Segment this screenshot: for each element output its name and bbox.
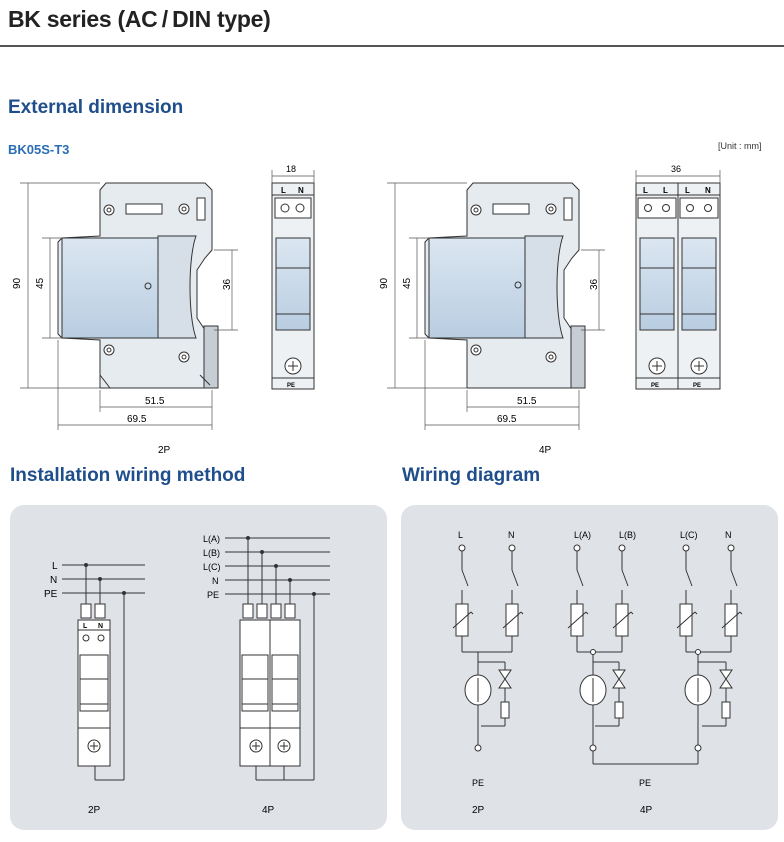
- wd-4p-terminal-lc: L(C): [680, 530, 698, 540]
- wd-4p-b-pe-node: [694, 744, 702, 752]
- front-4p-terminal-n: N: [705, 186, 711, 195]
- terminal-node: [618, 544, 626, 552]
- wd-4p-a-pe-node: [589, 744, 597, 752]
- wd-4p-terminal-lb: L(B): [619, 530, 636, 540]
- install-2p-terminal-n: N: [98, 623, 103, 630]
- terminal-node: [682, 544, 690, 552]
- switch-contact: [730, 569, 738, 587]
- wiring-heading: Wiring diagram: [402, 465, 541, 486]
- dim-51-5-4p: 51.5: [517, 396, 537, 407]
- wd-2p-pe: PE: [472, 778, 484, 788]
- install-4p-line-pe: PE: [207, 590, 219, 600]
- caption-wiring-2p: 2P: [472, 805, 485, 816]
- wd-4p-terminal-n: N: [725, 530, 732, 540]
- front-4p-pe-1: PE: [651, 383, 659, 389]
- switch-contact: [461, 569, 469, 587]
- switch-contact: [576, 569, 584, 587]
- wd-4p-pe: PE: [639, 778, 651, 788]
- caption-wiring-4p: 4P: [640, 805, 653, 816]
- install-2p-wires: [62, 564, 145, 781]
- dim-90-2p: 90: [12, 277, 23, 289]
- side-view-2p: [57, 182, 219, 389]
- dim-36-width-4p: 36: [671, 164, 681, 174]
- caption-dim-4p: 4P: [539, 445, 552, 456]
- switch-contact: [621, 569, 629, 587]
- thermal-indicator: [498, 669, 512, 689]
- terminal-node: [727, 544, 735, 552]
- dim-18-2p: 18: [286, 164, 296, 174]
- dim-90-4p: 90: [379, 277, 390, 289]
- dim-45-2p: 45: [35, 277, 46, 289]
- external-dimension-drawings: 90 45 36 51.5 69.5 2P L N PE 18: [12, 164, 721, 456]
- front-4p-terminal-l1: L: [643, 186, 648, 195]
- install-4p-line-lb: L(B): [203, 548, 220, 558]
- side-view-4p: [424, 182, 586, 389]
- indicator-resistor: [721, 701, 731, 719]
- dim-36-2p: 36: [222, 278, 233, 290]
- dim-36-4p: 36: [589, 278, 600, 290]
- unit-label: [Unit : mm]: [718, 141, 762, 151]
- installation-panel: [10, 505, 387, 830]
- dim-51-5-2p: 51.5: [145, 396, 165, 407]
- indicator-resistor: [614, 701, 624, 719]
- dim-69-5-4p: 69.5: [497, 414, 517, 425]
- title-divider: [0, 45, 784, 47]
- thermal-indicator: [719, 669, 733, 689]
- front-2p-dimension: [271, 170, 315, 183]
- installation-heading: Installation wiring method: [10, 465, 246, 486]
- side-view-2p-dimensions: [20, 182, 238, 430]
- install-2p-line-pe: PE: [44, 589, 58, 600]
- install-4p-nodes: [246, 536, 316, 596]
- caption-install-4p: 4P: [262, 805, 275, 816]
- front-2p-terminal-n: N: [298, 186, 304, 195]
- wiring-panel: [401, 505, 778, 830]
- wd-4p-terminal-la: L(A): [574, 530, 591, 540]
- side-view-4p-dimensions: [387, 182, 605, 430]
- front-2p-pe: PE: [287, 383, 295, 389]
- caption-install-2p: 2P: [88, 805, 101, 816]
- terminal-node: [508, 544, 516, 552]
- install-2p-terminal-l: L: [83, 623, 88, 630]
- front-4p-terminal-l2: L: [663, 186, 668, 195]
- install-4p-line-la: L(A): [203, 534, 220, 544]
- page-title: BK series (AC / DIN type): [8, 6, 271, 32]
- install-2p-line-l: L: [52, 561, 58, 572]
- install-4p-line-n: N: [212, 576, 219, 586]
- terminal-node: [573, 544, 581, 552]
- switch-contact: [511, 569, 519, 587]
- front-4p-terminal-l3: L: [685, 186, 690, 195]
- wd-2p-terminal-l: L: [458, 530, 463, 540]
- dim-69-5-2p: 69.5: [127, 414, 147, 425]
- wd-2p-pe-node: [474, 744, 482, 752]
- external-dimension-heading: External dimension: [8, 97, 184, 118]
- front-view-2p: [271, 182, 315, 390]
- front-view-4p: [635, 182, 721, 390]
- switch-contact: [685, 569, 693, 587]
- model-label: BK05S-T3: [8, 142, 70, 157]
- front-4p-dimension: [635, 170, 721, 183]
- indicator-resistor: [500, 701, 510, 719]
- wd-2p-terminal-n: N: [508, 530, 515, 540]
- front-4p-pe-2: PE: [693, 383, 701, 389]
- install-4p-line-lc: L(C): [203, 562, 221, 572]
- dim-45-4p: 45: [402, 277, 413, 289]
- install-4p-wires: [225, 537, 330, 781]
- front-2p-terminal-l: L: [281, 186, 286, 195]
- install-2p-nodes: [84, 563, 126, 595]
- thermal-indicator: [612, 669, 626, 689]
- terminal-node: [458, 544, 466, 552]
- install-2p-line-n: N: [50, 575, 57, 586]
- caption-dim-2p: 2P: [158, 445, 171, 456]
